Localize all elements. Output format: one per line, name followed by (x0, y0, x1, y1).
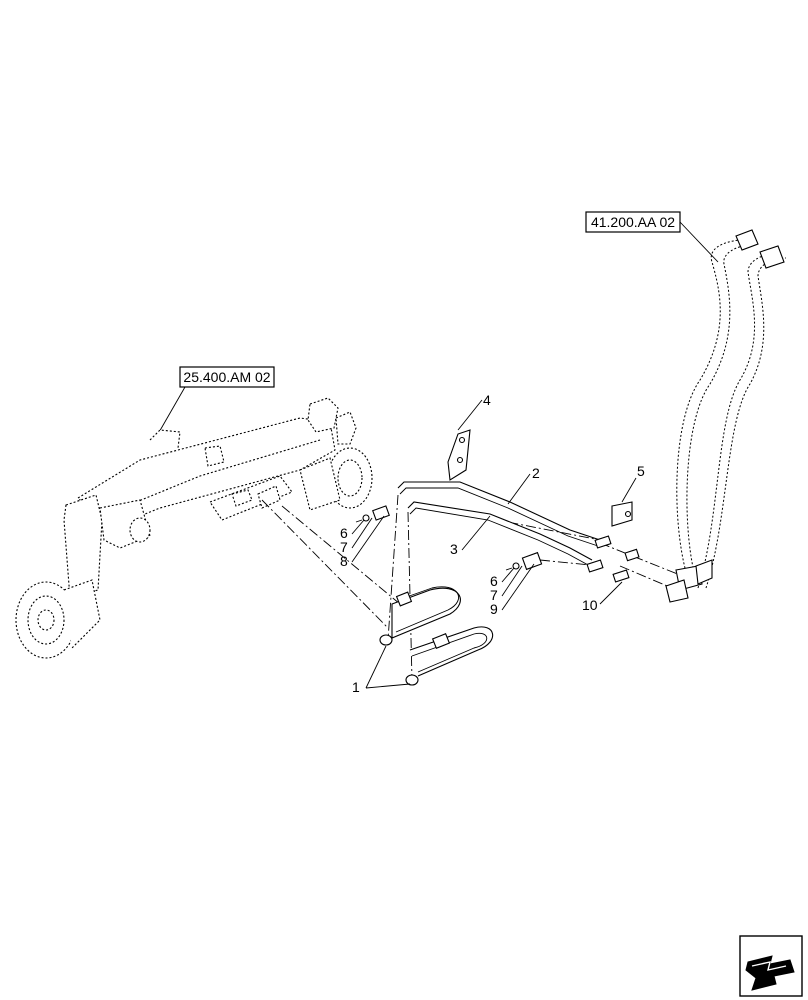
callout-4[interactable]: 4 (483, 392, 491, 408)
steel-tube-2[interactable] (397, 481, 601, 547)
callout-9[interactable]: 9 (490, 563, 535, 617)
callout-7-upper[interactable]: 7 (340, 517, 373, 555)
svg-text:7: 7 (340, 539, 348, 555)
clamp-9[interactable] (505, 551, 543, 571)
hose-reference-label[interactable]: 41.200.AA 02 (585, 211, 719, 263)
front-axle-assembly (15, 397, 373, 659)
callout-2[interactable]: 2 (507, 465, 540, 505)
callout-6-upper[interactable]: 6 (340, 519, 365, 541)
svg-text:5: 5 (637, 463, 645, 479)
bracket-5[interactable] (611, 477, 637, 527)
svg-text:6: 6 (490, 573, 498, 589)
svg-text:25.400.AM 02: 25.400.AM 02 (183, 369, 270, 385)
callout-10[interactable]: 10 (582, 581, 623, 613)
svg-text:3: 3 (450, 541, 458, 557)
bracket-4[interactable] (447, 399, 483, 481)
clamp-8[interactable] (355, 505, 390, 523)
svg-text:10: 10 (582, 597, 598, 613)
steel-tube-3[interactable] (407, 501, 593, 567)
long-hoses (665, 229, 787, 603)
callout-5[interactable]: 5 (637, 463, 645, 479)
svg-text:6: 6 (340, 525, 348, 541)
svg-text:8: 8 (340, 553, 348, 569)
callout-8[interactable]: 8 (340, 515, 385, 569)
svg-text:9: 9 (490, 601, 498, 617)
svg-text:7: 7 (490, 587, 498, 603)
callout-3[interactable]: 3 (450, 515, 491, 557)
svg-text:4: 4 (483, 392, 491, 408)
svg-text:1: 1 (352, 679, 360, 695)
callout-1[interactable]: 1 (352, 645, 411, 695)
hose-assembly-1[interactable] (379, 586, 494, 686)
svg-text:2: 2 (532, 465, 540, 481)
callout-7-lower[interactable]: 7 (490, 565, 523, 603)
page-navigation-arrow-icon[interactable] (739, 935, 803, 997)
axle-reference-label[interactable]: 25.400.AM 02 (157, 366, 275, 435)
fitting-10[interactable] (586, 535, 640, 583)
callout-6-lower[interactable]: 6 (490, 567, 515, 589)
svg-text:41.200.AA 02: 41.200.AA 02 (591, 214, 675, 230)
